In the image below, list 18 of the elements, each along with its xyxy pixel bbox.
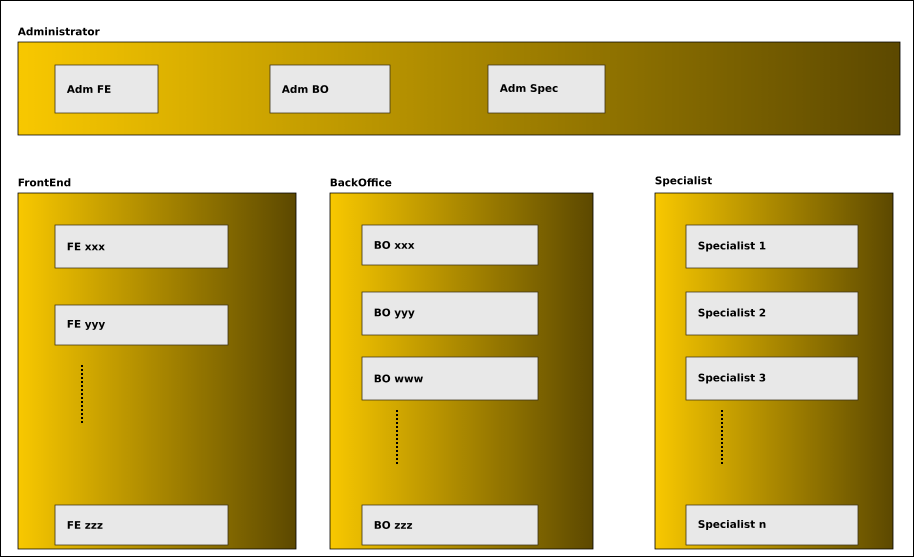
role-box: Specialist 3 xyxy=(686,356,858,400)
role-box: BO yyy xyxy=(362,292,538,336)
role-box: Adm BO xyxy=(270,64,390,114)
role-box: FE yyy xyxy=(54,304,228,346)
role-box: Adm Spec xyxy=(488,64,606,114)
role-box: BO zzz xyxy=(362,504,538,546)
role-box: Specialist n xyxy=(686,504,858,546)
node-label: Specialist xyxy=(656,176,712,186)
role-box: FE zzz xyxy=(54,504,228,546)
role-box: FE xxx xyxy=(54,224,228,268)
role-box: BO www xyxy=(362,356,538,400)
role-box: BO xxx xyxy=(362,224,538,266)
role-box: Adm FE xyxy=(54,64,158,114)
node-label: Administrator xyxy=(18,27,100,36)
role-box: Specialist 1 xyxy=(686,224,858,268)
node-label: BackOffice xyxy=(330,178,392,186)
node-label: FrontEnd xyxy=(18,178,70,186)
role-box: Specialist 2 xyxy=(686,292,858,336)
